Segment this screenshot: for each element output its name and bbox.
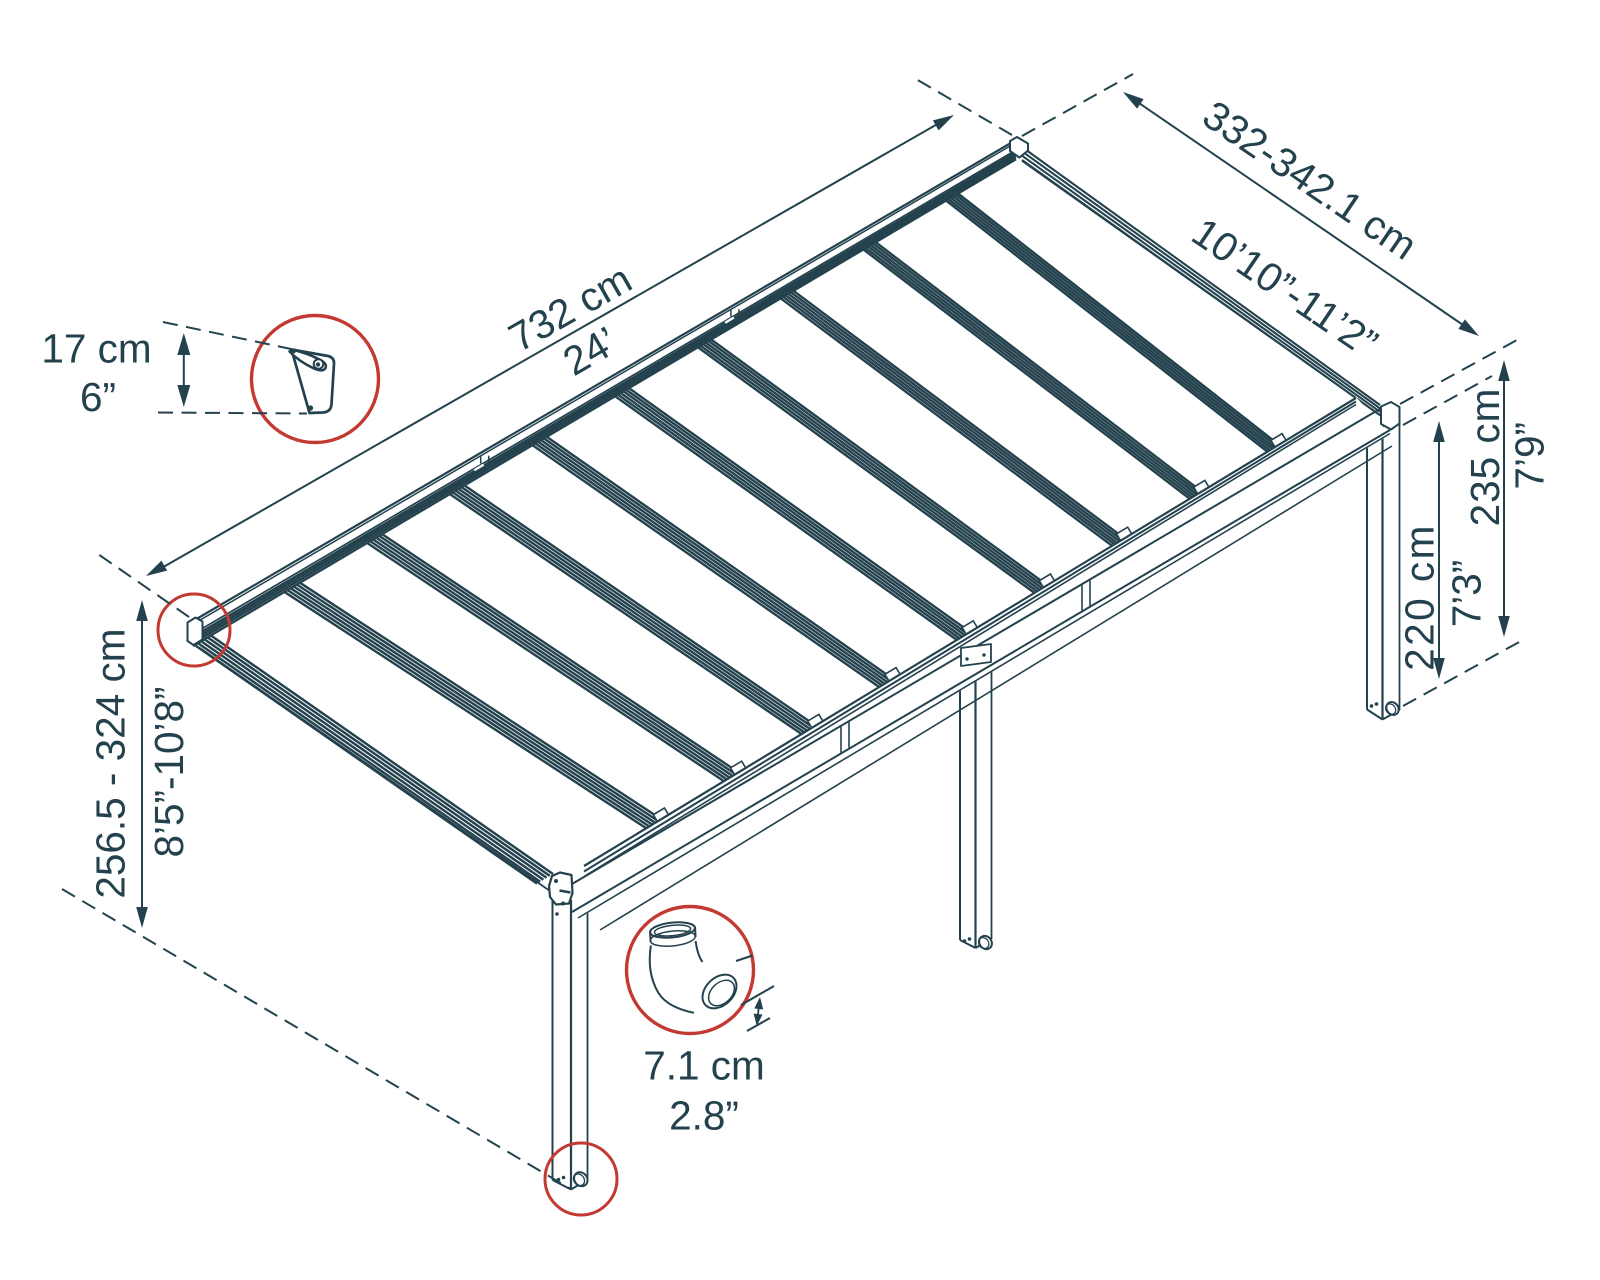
svg-text:6”: 6” — [80, 374, 116, 420]
svg-text:8’5”-10’8”: 8’5”-10’8” — [146, 686, 192, 857]
svg-text:7’3”: 7’3” — [1444, 560, 1490, 628]
svg-text:17 cm: 17 cm — [41, 326, 151, 372]
svg-text:2.8”: 2.8” — [669, 1093, 739, 1139]
svg-text:7’9”: 7’9” — [1507, 422, 1553, 490]
svg-text:7.1 cm: 7.1 cm — [643, 1043, 765, 1089]
svg-text:235 cm: 235 cm — [1462, 388, 1508, 527]
svg-text:256.5 - 324 cm: 256.5 - 324 cm — [88, 629, 134, 899]
svg-text:220 cm: 220 cm — [1397, 523, 1443, 671]
